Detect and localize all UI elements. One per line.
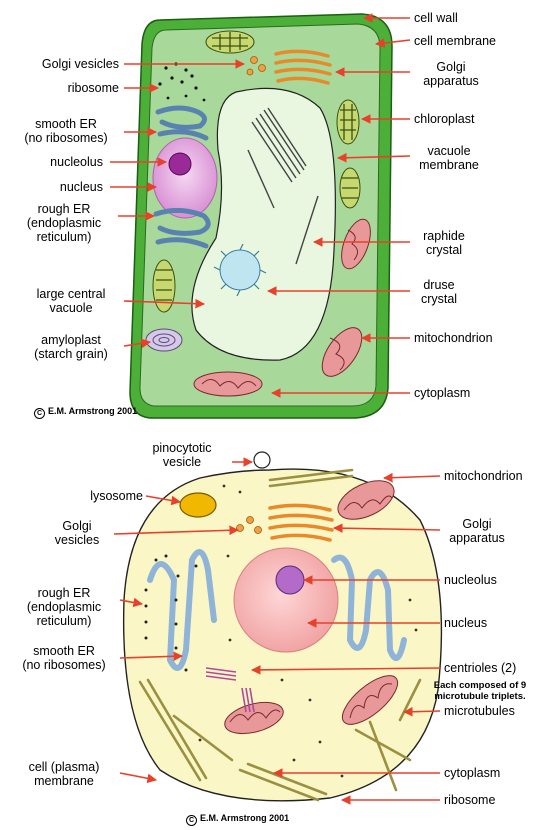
plant-nucleus — [153, 138, 217, 218]
label-animal-rough-er: rough ER (endoplasmic reticulum) — [10, 586, 118, 628]
label-mitochondrion: mitochondrion — [414, 331, 493, 345]
label-cell-wall: cell wall — [414, 11, 458, 25]
label-cell-membrane: cell membrane — [414, 34, 496, 48]
druse-crystal — [214, 244, 266, 296]
label-animal-golgi-vesicles: Golgi vesicles — [44, 519, 110, 547]
label-animal-nucleolus: nucleolus — [444, 573, 497, 587]
label-chloroplast: chloroplast — [414, 112, 474, 126]
label-lysosome: lysosome — [90, 489, 143, 503]
animal-nucleolus — [276, 566, 304, 594]
label-nucleus: nucleus — [60, 180, 103, 194]
label-large-central-vacuole: large central vacuole — [22, 287, 120, 315]
pinocytotic-vesicle — [254, 452, 270, 468]
label-rough-er: rough ER (endoplasmic reticulum) — [16, 202, 112, 244]
plant-nucleolus — [169, 153, 191, 175]
label-centrioles: centrioles (2) — [444, 661, 516, 675]
label-animal-nucleus: nucleus — [444, 616, 487, 630]
label-microtubules: microtubules — [444, 704, 515, 718]
label-raphide-crystal: raphide crystal — [414, 229, 474, 257]
copyright-icon: C — [34, 408, 45, 419]
label-smooth-er: smooth ER (no ribosomes) — [14, 117, 118, 145]
label-nucleolus: nucleolus — [50, 155, 103, 169]
centrioles-note: Each composed of 9 microtubule triplets. — [420, 680, 540, 702]
animal-nucleus — [234, 548, 338, 652]
label-ribosome: ribosome — [68, 81, 119, 95]
label-vacuole-membrane: vacuole membrane — [414, 144, 484, 172]
plant-cell — [130, 14, 392, 418]
copyright-icon: C — [186, 815, 197, 826]
label-cytoplasm: cytoplasm — [414, 386, 470, 400]
label-animal-golgi-apparatus: Golgi apparatus — [444, 517, 510, 545]
animal-cell — [124, 452, 442, 801]
label-druse-crystal: druse crystal — [414, 278, 464, 306]
animal-lysosome — [180, 493, 216, 517]
label-animal-cytoplasm: cytoplasm — [444, 766, 500, 780]
label-animal-ribosome: ribosome — [444, 793, 495, 807]
label-amyloplast: amyloplast (starch grain) — [22, 333, 120, 361]
label-golgi-apparatus: Golgi apparatus — [416, 60, 486, 88]
label-pinocytotic-vesicle: pinocytotic vesicle — [134, 441, 230, 469]
label-animal-cell-membrane: cell (plasma) membrane — [10, 760, 118, 788]
plant-amyloplast — [146, 329, 182, 351]
label-golgi-vesicles: Golgi vesicles — [42, 57, 119, 71]
label-animal-mitochondrion: mitochondrion — [444, 469, 523, 483]
label-animal-smooth-er: smooth ER (no ribosomes) — [10, 644, 118, 672]
